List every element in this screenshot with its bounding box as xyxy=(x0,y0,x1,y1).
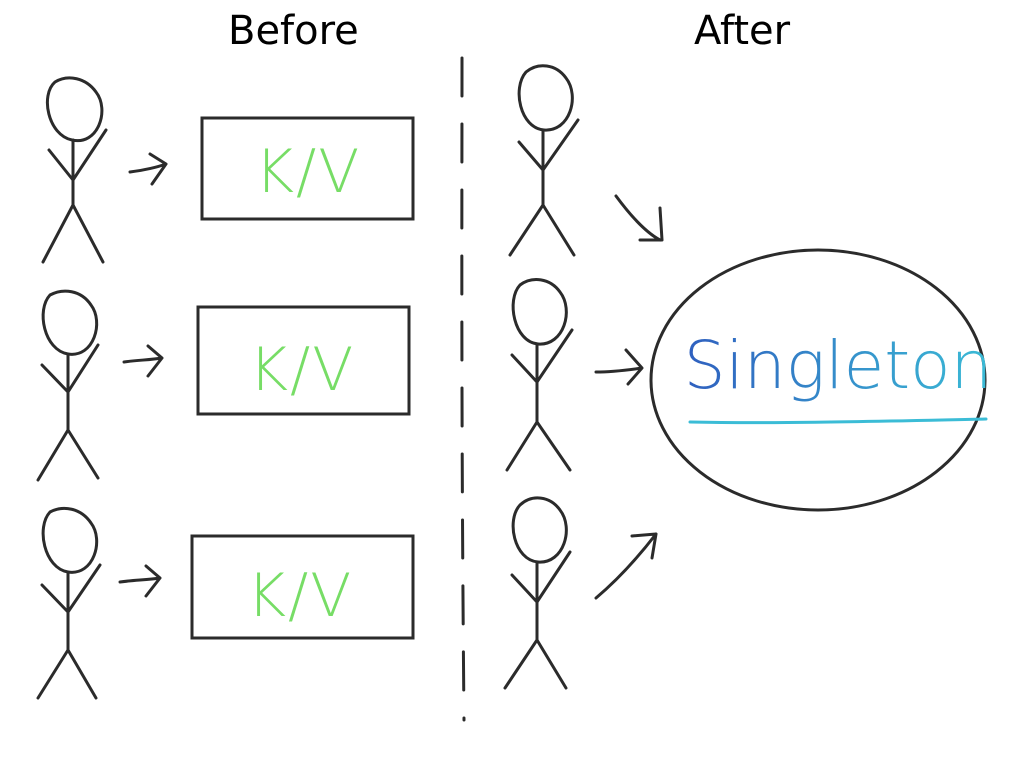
singleton-underline xyxy=(688,417,988,425)
before-after-divider xyxy=(460,56,466,722)
kv-label-2: K/V xyxy=(249,335,356,405)
arrow-before-1 xyxy=(128,152,168,186)
user-figure-after-2 xyxy=(505,278,574,472)
arrow-after-3 xyxy=(594,532,658,600)
arrow-after-1 xyxy=(614,194,664,242)
kv-label-3: K/V xyxy=(247,561,354,631)
user-figure-before-2 xyxy=(36,289,100,482)
arrow-before-2 xyxy=(122,344,164,378)
user-figure-after-1 xyxy=(508,64,580,257)
user-figure-after-3 xyxy=(503,496,572,690)
after-heading: After xyxy=(694,8,791,54)
user-figure-before-3 xyxy=(36,506,102,700)
kv-box-2 xyxy=(196,305,411,416)
arrow-after-2 xyxy=(594,348,644,386)
user-figure-before-1 xyxy=(41,76,108,264)
singleton-label: Singleton xyxy=(684,327,993,404)
kv-box-3 xyxy=(190,534,415,640)
singleton-ellipse xyxy=(649,248,987,512)
kv-label-1: K/V xyxy=(255,137,362,207)
arrow-before-3 xyxy=(118,564,162,598)
kv-box-1 xyxy=(200,116,415,221)
before-heading: Before xyxy=(228,8,359,54)
